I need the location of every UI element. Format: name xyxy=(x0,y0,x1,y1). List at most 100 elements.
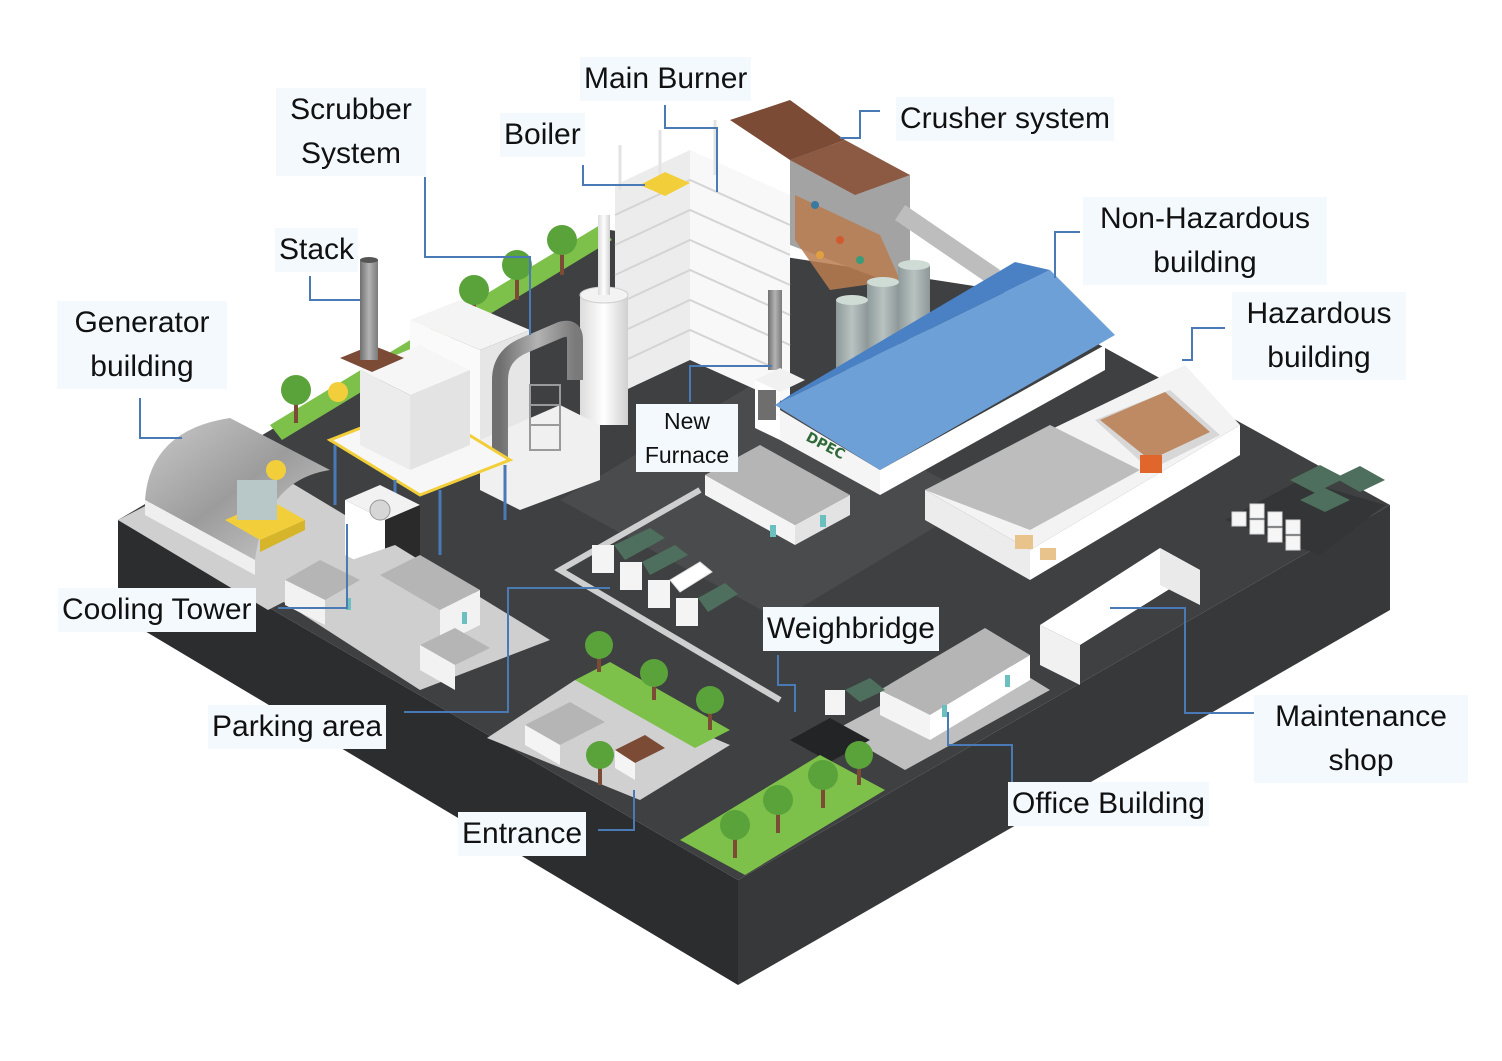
label-text: Hazardous xyxy=(1246,297,1392,330)
boiler-tower xyxy=(614,120,791,405)
label-entrance: Entrance xyxy=(458,812,587,856)
label-text: Boiler xyxy=(504,118,581,151)
truck-icon xyxy=(676,583,738,626)
trees-front xyxy=(720,741,873,858)
label-generator-building: Generator building xyxy=(57,301,227,389)
loader xyxy=(1140,455,1162,473)
tree-icon xyxy=(586,741,614,785)
label-office-building: Office Building xyxy=(1008,782,1209,826)
label-text: Scrubber xyxy=(290,93,412,126)
tree-icon xyxy=(281,375,311,423)
power-icon xyxy=(266,460,286,480)
label-text: Office Building xyxy=(1012,787,1205,820)
hazardous-building xyxy=(925,365,1240,580)
leader-office xyxy=(947,712,1013,790)
label-non-hazardous-building: Non-Hazardous building xyxy=(1083,197,1327,285)
truck-icon xyxy=(620,545,688,590)
label-maintenance-shop: Maintenance shop xyxy=(1254,695,1468,783)
house-center xyxy=(705,445,850,545)
leader-lines xyxy=(139,105,1257,831)
waste-pile xyxy=(1100,392,1210,460)
leader-maintenance xyxy=(1110,607,1257,714)
label-cooling-tower: Cooling Tower xyxy=(58,588,256,632)
tree-icon xyxy=(585,631,613,672)
box-icon xyxy=(1040,548,1056,560)
new-furnace-unit xyxy=(755,368,805,440)
leader-non-hazardous xyxy=(1054,231,1080,278)
label-text: Stack xyxy=(279,233,355,266)
tree-icon xyxy=(763,785,793,833)
box-icon xyxy=(1015,535,1033,549)
stack-structure xyxy=(326,257,514,555)
weighbridge-unit xyxy=(790,678,885,762)
generator-unit xyxy=(237,480,277,520)
tree-icon xyxy=(547,225,577,275)
label-text: System xyxy=(300,137,402,170)
label-text: Crusher system xyxy=(900,102,1111,135)
label-text: Non-Hazardous xyxy=(1099,202,1311,235)
label-text: Entrance xyxy=(462,817,583,850)
platform-side-right xyxy=(738,505,1390,985)
tree-icon xyxy=(640,659,668,700)
trees-entrance xyxy=(585,631,724,785)
leader-entrance xyxy=(598,790,635,831)
platform-side-left xyxy=(118,520,738,985)
label-text: shop xyxy=(1328,744,1394,777)
label-parking-area: Parking area xyxy=(208,705,387,749)
label-boiler: Boiler xyxy=(500,113,585,157)
maintenance-shop-building xyxy=(1040,548,1200,685)
label-hazardous-building: Hazardous building xyxy=(1232,292,1406,380)
truck-icon xyxy=(648,561,713,608)
label-text: building xyxy=(1267,341,1371,374)
boiler-yellow-top xyxy=(640,172,690,196)
tree-icon xyxy=(808,760,838,808)
truck-icon xyxy=(592,528,665,573)
leader-crusher xyxy=(840,110,880,139)
roof-blue xyxy=(775,270,1115,470)
entrance-zone xyxy=(487,662,730,800)
waste-pile xyxy=(795,195,900,290)
leader-new-furnace xyxy=(689,365,772,402)
storage-area xyxy=(1225,465,1385,555)
leader-boiler xyxy=(582,165,645,186)
label-text: building xyxy=(1153,246,1257,279)
label-weighbridge: Weighbridge xyxy=(763,607,939,651)
label-text: Furnace xyxy=(644,442,730,468)
parking-area-zone xyxy=(554,487,782,703)
stack-chimney xyxy=(360,260,378,360)
label-text: Generator xyxy=(74,306,210,339)
leader-hazardous xyxy=(1182,327,1225,361)
tree-icon xyxy=(720,810,750,858)
tree-icon xyxy=(845,741,873,785)
office-building-unit xyxy=(835,628,1050,770)
leader-parking xyxy=(404,587,610,713)
label-text: Cooling Tower xyxy=(62,593,252,626)
label-stack: Stack xyxy=(275,228,359,272)
leader-stack xyxy=(309,276,360,301)
label-text: Weighbridge xyxy=(767,612,935,645)
staff-houses xyxy=(265,545,550,690)
label-main-burner: Main Burner xyxy=(580,57,752,101)
leader-cooling-tower xyxy=(278,524,348,609)
leader-main-burner xyxy=(664,105,718,192)
trees-back xyxy=(281,225,577,423)
label-text: New xyxy=(663,408,710,434)
power-icon xyxy=(328,382,348,402)
label-text: building xyxy=(90,350,194,383)
label-text: Main Burner xyxy=(584,62,748,95)
leader-scrubber xyxy=(424,177,531,335)
leader-generator xyxy=(139,398,182,439)
label-text: Parking area xyxy=(212,710,383,743)
non-hazardous-building: DPEC xyxy=(775,262,1115,495)
tree-icon xyxy=(696,686,724,730)
crusher-system-building xyxy=(730,100,1000,290)
scrubber-column xyxy=(579,215,629,425)
leader-weighbridge xyxy=(777,655,796,712)
label-text: Maintenance xyxy=(1275,700,1447,733)
fan-icon xyxy=(369,499,391,521)
label-crusher-system: Crusher system xyxy=(896,97,1115,141)
conveyor xyxy=(895,205,1000,285)
